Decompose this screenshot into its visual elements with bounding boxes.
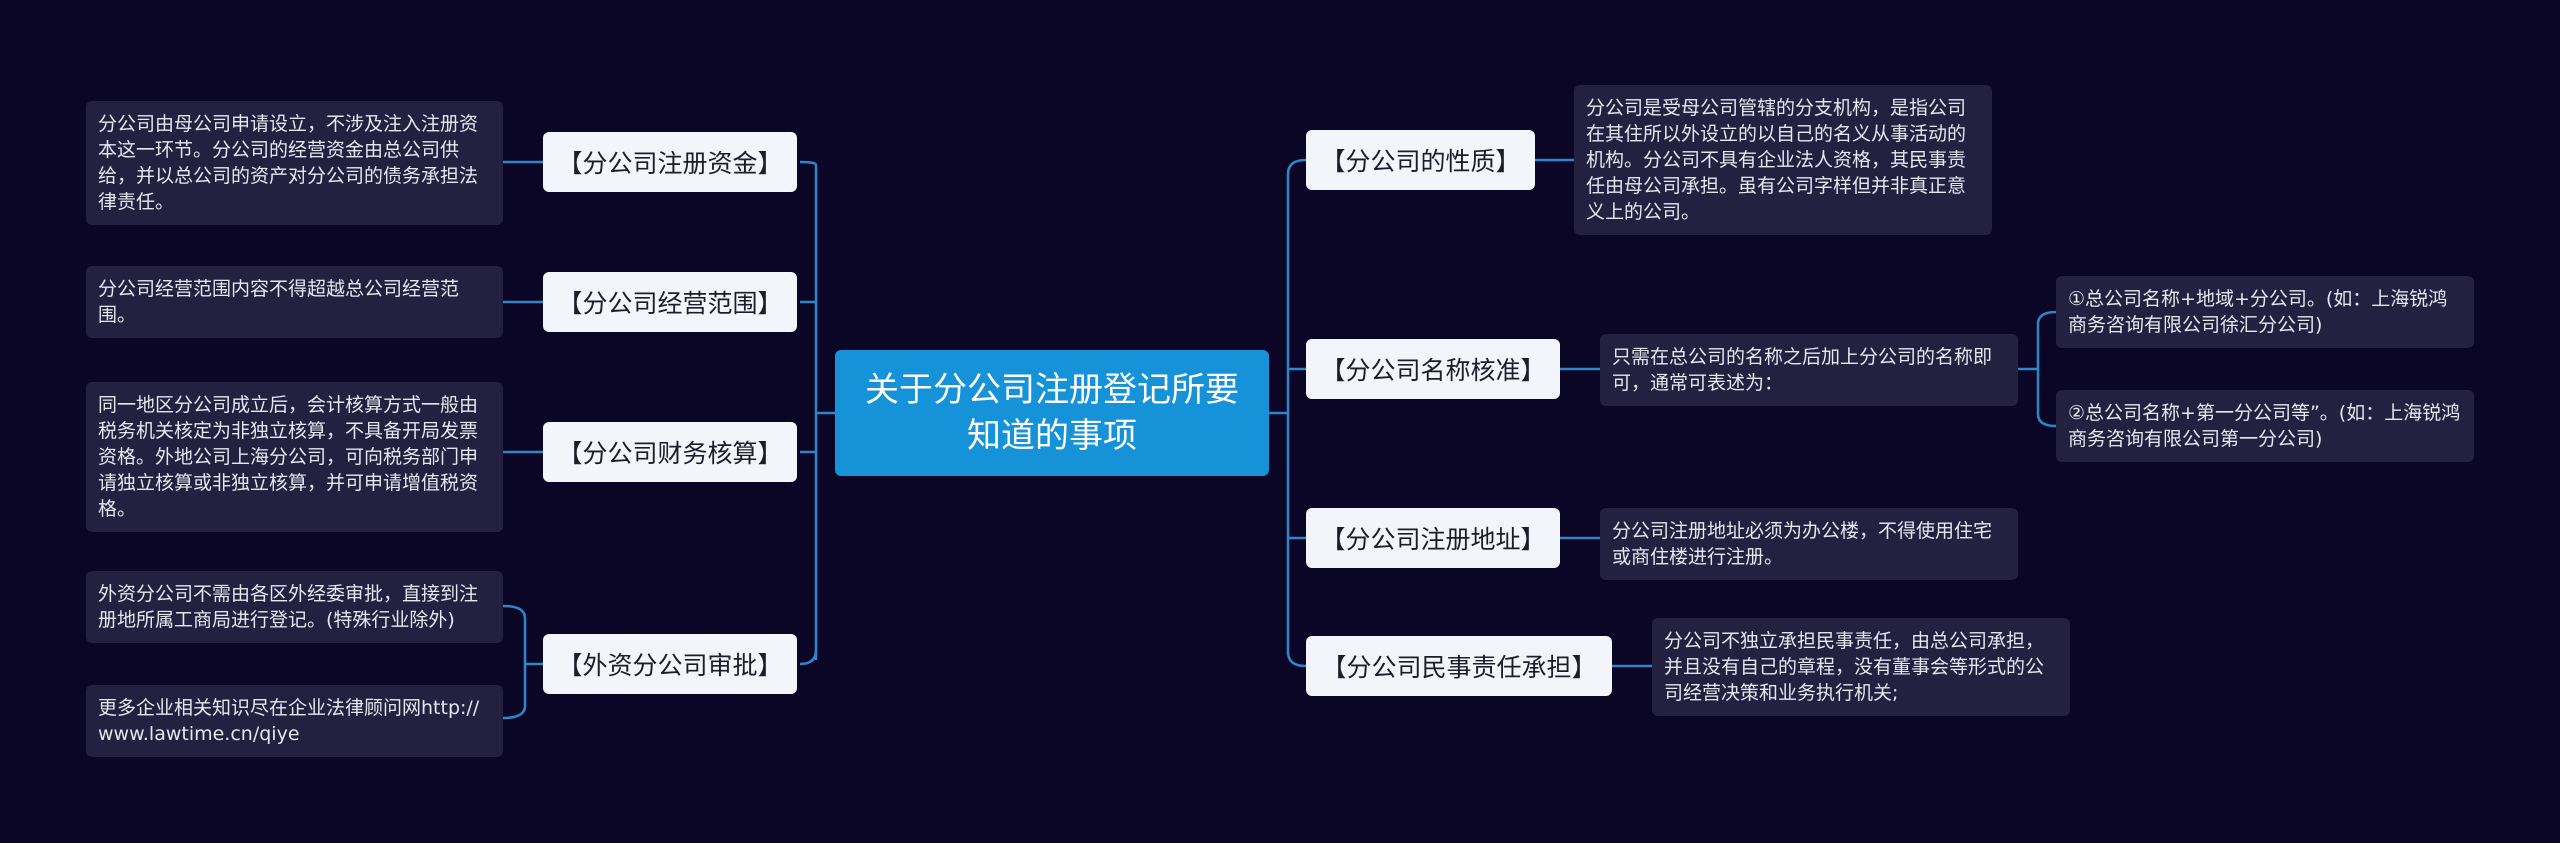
topic-civil-liability[interactable]: 【分公司民事责任承担】 <box>1306 636 1612 696</box>
topic-business-scope[interactable]: 【分公司经营范围】 <box>543 272 797 332</box>
connector-r2-sub1 <box>2036 310 2057 369</box>
note-financial-accounting: 同一地区分公司成立后，会计核算方式一般由税务机关核定为非独立核算，不具备开局发票… <box>86 382 503 532</box>
note-name-format-2: ②总公司名称+第一分公司等”。(如：上海锐鸿商务咨询有限公司第一分公司) <box>2056 390 2474 462</box>
root-topic[interactable]: 关于分公司注册登记所要知道的事项 <box>835 350 1269 476</box>
topic-registered-capital[interactable]: 【分公司注册资金】 <box>543 132 797 192</box>
note-business-scope: 分公司经营范围内容不得超越总公司经营范围。 <box>86 266 503 338</box>
connector-right-4 <box>1286 651 1307 668</box>
connector-left-4 <box>799 649 818 666</box>
note-name-approval: 只需在总公司的名称之后加上分公司的名称即可，通常可表述为： <box>1600 334 2018 406</box>
connector-r2-sub2 <box>2036 369 2057 428</box>
note-name-format-1: ①总公司名称+地域+分公司。(如：上海锐鸿商务咨询有限公司徐汇分公司) <box>2056 276 2474 348</box>
note-more-info: 更多企业相关知识尽在企业法律顾问网http://www.lawtime.cn/q… <box>86 685 503 757</box>
topic-name-approval[interactable]: 【分公司名称核准】 <box>1306 339 1560 399</box>
connector-l4-n2 <box>502 664 527 720</box>
connector-right-1 <box>1286 158 1307 175</box>
note-civil-liability: 分公司不独立承担民事责任，由总公司承担，并且没有自己的章程，没有董事会等形式的公… <box>1652 618 2070 716</box>
topic-foreign-approval[interactable]: 【外资分公司审批】 <box>543 634 797 694</box>
note-registered-address: 分公司注册地址必须为办公楼，不得使用住宅或商住楼进行注册。 <box>1600 508 2018 580</box>
note-foreign-approval: 外资分公司不需由各区外经委审批，直接到注册地所属工商局进行登记。(特殊行业除外) <box>86 571 503 643</box>
note-registered-capital: 分公司由母公司申请设立，不涉及注入注册资本这一环节。分公司的经营资金由总公司供给… <box>86 101 503 225</box>
topic-registered-address[interactable]: 【分公司注册地址】 <box>1306 508 1560 568</box>
connector-left-1 <box>799 160 818 166</box>
topic-nature[interactable]: 【分公司的性质】 <box>1306 130 1535 190</box>
note-nature: 分公司是受母公司管辖的分支机构，是指公司在其住所以外设立的以自己的名义从事活动的… <box>1574 85 1992 235</box>
connector-l4-n1 <box>502 604 527 664</box>
topic-financial-accounting[interactable]: 【分公司财务核算】 <box>543 422 797 482</box>
